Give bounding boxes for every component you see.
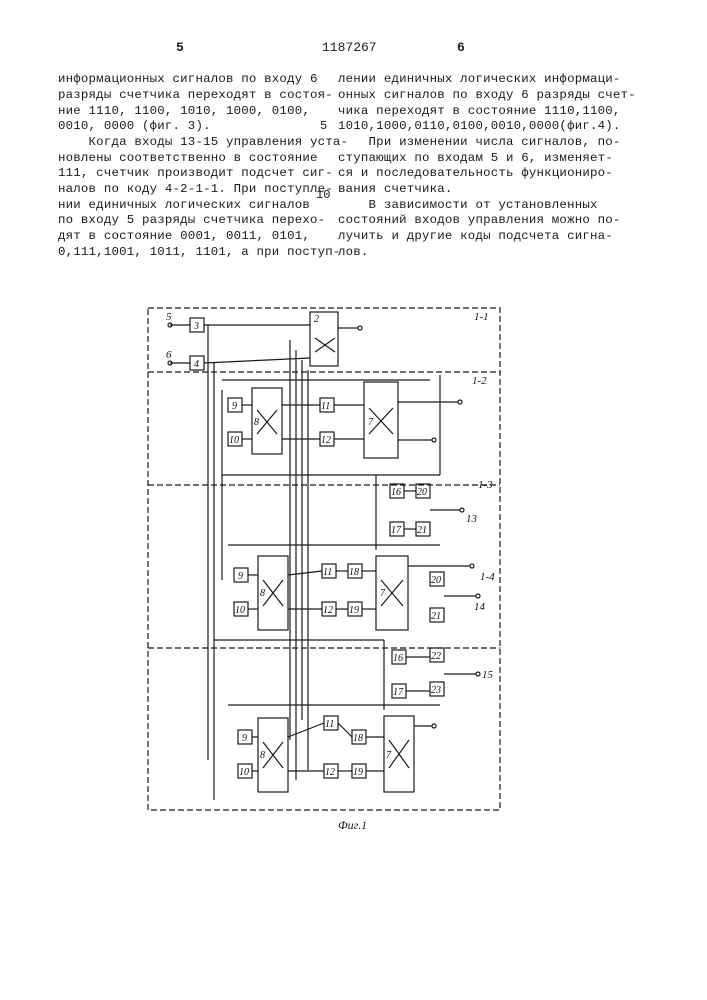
block-label: 20: [417, 487, 427, 498]
text-line: 1010,1000,0110,0100,0010,0000(фиг.4).: [338, 119, 621, 135]
figure-caption: Фиг.1: [338, 818, 367, 833]
text-line: В зависимости от установленных: [338, 198, 598, 214]
circuit-diagram: 1-1 1-2 1-3 1-4 5 6 13 14 15 3 4 2 9 10 …: [140, 300, 510, 815]
patent-number: 1187267: [322, 40, 377, 55]
text-line: разряды счетчика переходят в состоя-: [58, 88, 333, 104]
text-line: налов по коду 4-2-1-1. При поступле-: [58, 182, 333, 198]
line-number-10: 10: [316, 188, 330, 202]
text-line: состояний входов управления можно по-: [338, 213, 621, 229]
text-line: лов.: [338, 245, 369, 261]
section-label: 1-1: [474, 311, 489, 323]
input-label-5: 5: [166, 311, 172, 323]
block-label: 12: [321, 435, 331, 446]
block-label: 23: [431, 685, 441, 696]
text-line: нии единичных логических сигналов: [58, 198, 310, 214]
block-label: 12: [325, 767, 335, 778]
block-label: 7: [386, 750, 392, 761]
text-line: 111, счетчик производит подсчет сиг-: [58, 166, 333, 182]
text-line: по входу 5 разряды счетчика перехо-: [58, 213, 325, 229]
text-line: 0010, 0000 (фиг. 3).: [58, 119, 211, 135]
text-line: лении единичных логических информаци-: [338, 72, 621, 88]
section-label: 1-2: [472, 375, 487, 387]
text-line: При изменении числа сигналов, по-: [338, 135, 621, 151]
block-label: 20: [431, 575, 441, 586]
left-page-number: 5: [176, 40, 184, 55]
block-label: 17: [391, 525, 402, 536]
control-input-14: 14: [474, 601, 486, 613]
text-line: дят в состояние 0001, 0011, 0101,: [58, 229, 310, 245]
text-line: информационных сигналов по входу 6: [58, 72, 318, 88]
block-label: 10: [239, 767, 249, 778]
figure-frame: [148, 308, 500, 810]
block-label: 7: [368, 417, 374, 428]
block-label: 18: [353, 733, 363, 744]
block-label: 10: [235, 605, 245, 616]
block-label: 21: [431, 611, 441, 622]
text-line: 0,111,1001, 1011, 1101, а при поступ-: [58, 245, 341, 261]
block-label: 8: [260, 588, 265, 599]
block-label: 7: [380, 588, 386, 599]
block-label: 16: [391, 487, 401, 498]
block-label: 9: [238, 571, 243, 582]
text-line: ся и последовательность функциониро-: [338, 166, 613, 182]
block-label: 9: [242, 733, 247, 744]
block-label: 21: [417, 525, 427, 536]
block-label: 8: [254, 417, 259, 428]
line-number-5: 5: [320, 119, 327, 133]
control-input-15: 15: [482, 669, 494, 681]
section-label: 1-3: [478, 479, 493, 491]
block-label: 4: [194, 359, 199, 370]
text-line: лучить и другие коды подсчета сигна-: [338, 229, 613, 245]
block-label: 17: [393, 687, 404, 698]
block-label: 19: [353, 767, 363, 778]
block-label: 12: [323, 605, 333, 616]
block-label: 10: [229, 435, 239, 446]
block-label: 11: [323, 567, 332, 578]
text-line: чика переходят в состояние 1110,1100,: [338, 104, 621, 120]
block-label: 11: [325, 719, 334, 730]
block-label: 16: [393, 653, 403, 664]
text-line: вания счетчика.: [338, 182, 453, 198]
text-line: ние 1110, 1100, 1010, 1000, 0100,: [58, 104, 310, 120]
block-label: 11: [321, 401, 330, 412]
text-line: Когда входы 13-15 управления уста-: [58, 135, 348, 151]
text-line: новлены соответственно в состояние: [58, 151, 318, 167]
input-label-6: 6: [166, 349, 172, 361]
block-label: 22: [431, 651, 441, 662]
right-page-number: 6: [457, 40, 465, 55]
block-label: 2: [314, 314, 319, 325]
text-line: ступающих по входам 5 и 6, изменяет-: [338, 151, 613, 167]
section-label: 1-4: [480, 571, 495, 583]
block-label: 3: [193, 321, 199, 332]
control-input-13: 13: [466, 513, 478, 525]
block-label: 9: [232, 401, 237, 412]
block-label: 18: [349, 567, 359, 578]
block-label: 19: [349, 605, 359, 616]
text-line: онных сигналов по входу 6 разряды счет-: [338, 88, 636, 104]
block-label: 8: [260, 750, 265, 761]
